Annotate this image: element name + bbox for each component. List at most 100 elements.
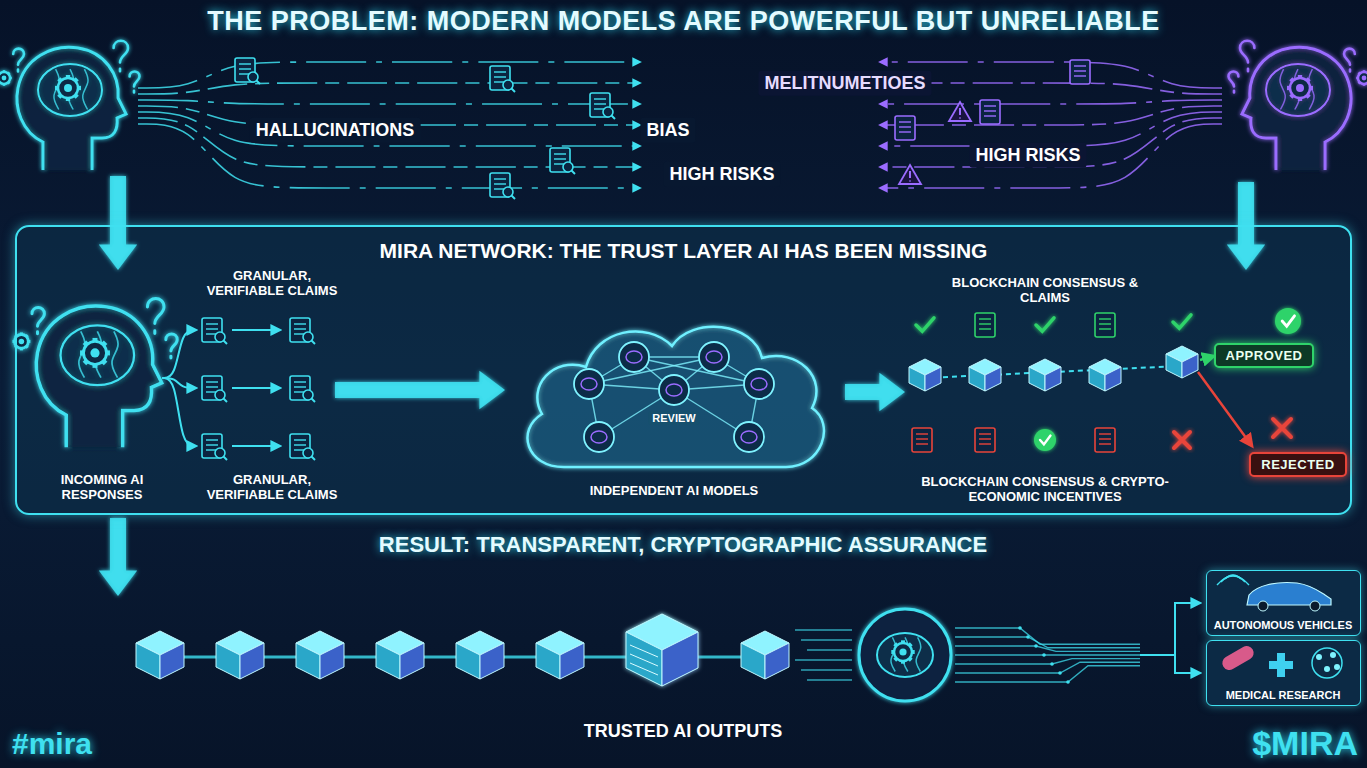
claim-split-arrow [162,378,196,446]
panel-fill [15,225,1352,515]
car-body [1247,583,1331,606]
cube-face [1166,354,1182,378]
application-box: AUTONOMOUS VEHICLES [1206,570,1361,636]
gear-hub [64,84,72,92]
circuit-trace [630,654,658,666]
document-line [899,126,911,127]
gear-symbol [0,70,12,86]
diagram-title: THE PROBLEM: MODERN MODELS ARE POWERFUL … [207,6,1160,37]
document-icon [590,93,615,119]
question-mark-symbol [1344,49,1355,72]
problem-label: HIGH RISKS [969,143,1086,168]
check-tick [1282,316,1294,326]
magnifier-handle [224,341,228,345]
brain-symbol [877,633,933,677]
document-line [294,386,306,387]
model-brain [591,431,607,443]
magnifier-handle [512,196,516,200]
document-icon [550,148,575,174]
claim-split-arrow [162,330,196,378]
ai-brain-core [859,609,951,701]
gear-tooth [1366,72,1367,76]
document-icon [290,434,315,460]
circuit-trace [955,662,1140,673]
document-line [899,131,911,132]
gear-body [1290,78,1310,98]
molecule-atom [1330,652,1336,658]
document-line [984,105,996,106]
document-line [1074,75,1086,76]
circuit-trace [630,663,658,675]
document-line [916,433,928,434]
ai-head-icon [0,41,140,170]
document-icon [202,434,227,460]
document-line [554,153,566,154]
cube-face [480,643,504,679]
document-line [984,115,996,116]
block-cube [741,631,789,679]
cloud-shape [528,326,824,466]
document-icon [202,376,227,402]
document-icon [980,100,1000,124]
magnifier-handle [312,341,316,345]
circuit-dot [1042,653,1046,657]
claim-arrow [232,329,280,331]
stage-label: BLOCKCHAIN CONSENSUS & CLAIMS [950,276,1140,306]
cube-face [626,632,662,686]
brain-fold [83,69,88,109]
document-line [916,438,928,439]
magnifier-handle [572,171,576,175]
document-line [239,63,251,64]
document-line [979,433,991,434]
document-line [979,318,991,319]
document-line [979,323,991,324]
magnifier-handle [257,81,261,85]
document-line [206,439,218,440]
document-page [1070,60,1090,84]
node-text: MIRA NETWORK: THE TRUST LAYER AI HAS BEE… [17,239,1350,263]
model-node [699,342,729,372]
check-circle [1275,308,1301,334]
document-line [594,98,606,99]
cube-face [741,643,765,679]
block-cube [626,614,698,686]
model-brain [751,378,767,390]
model-link [634,357,759,384]
cube-face [560,643,584,679]
gear-body [58,78,78,98]
gear-symbol [80,338,110,368]
warning-icon [899,165,921,184]
gear-hub [899,648,906,655]
speed-streak [801,669,852,671]
block-cube [969,359,1001,391]
speed-streak [801,639,852,641]
document-line [294,328,306,329]
car-icon [1207,571,1357,615]
document-line [206,444,218,445]
gear-hub [2,76,7,81]
document-line [979,438,991,439]
molecule-ring [1312,648,1342,678]
ai-head-icon [12,299,177,448]
block-cube [456,631,504,679]
circuit-dot [1058,671,1062,675]
document-icon [895,116,915,140]
problem-label: HALLUCINATIONS [250,118,421,143]
cube-face [1089,367,1105,391]
network-panel: REVIEWINDEPENDENT AI MODELSAPPROVEDREJEC… [15,225,1352,515]
car-wheel [1258,601,1268,611]
cube-face [400,643,424,679]
gear-body [84,341,107,364]
core-ring [859,609,951,701]
magnifier-handle [612,116,616,120]
check-tick [1173,315,1191,329]
cube-face [1045,367,1061,391]
circuit-dot [1018,626,1022,630]
flow-arrow [335,371,505,409]
circuit-trace [955,666,1140,682]
brain-outline [877,633,933,677]
block-cube [376,631,424,679]
document-line [239,68,251,69]
question-mark-symbol [1240,41,1254,71]
cloud-outline [514,312,834,477]
